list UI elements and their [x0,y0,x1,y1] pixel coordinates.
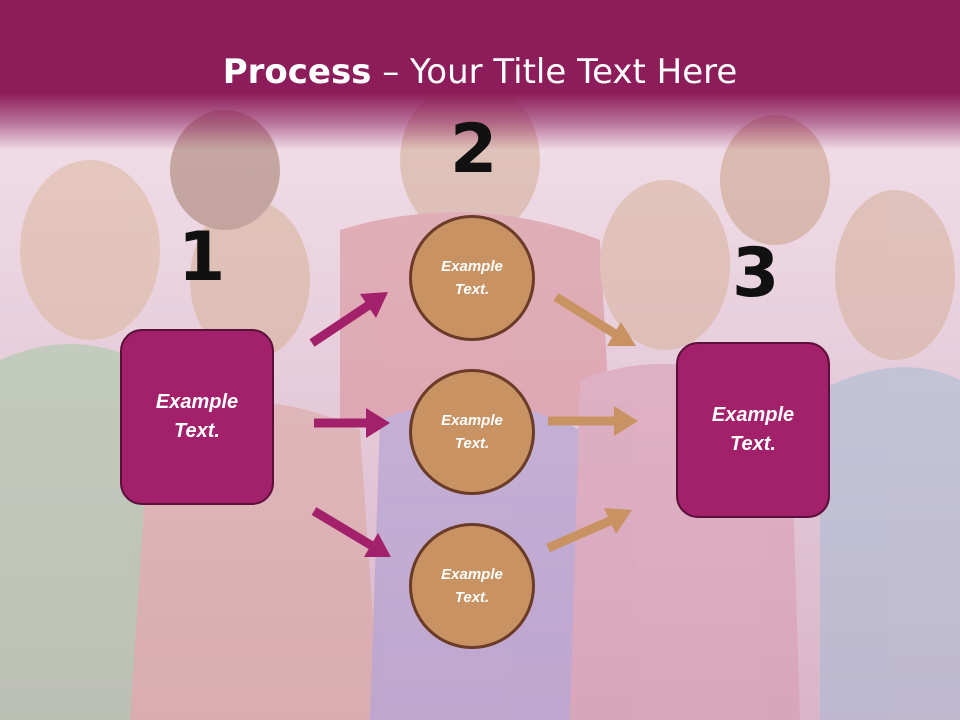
circle-middle: Example Text. [409,369,535,495]
circle-top: Example Text. [409,215,535,341]
circle-bottom-text: Example Text. [441,566,503,606]
slide-title: Process – Your Title Text Here [0,52,960,92]
arrow-left-to-top [309,292,388,347]
title-bold: Process [222,52,372,92]
title-rest: – Your Title Text Here [371,52,738,92]
arrow-top-to-right [553,293,636,346]
circle-middle-text: Example Text. [441,412,503,452]
arrow-middle-to-right [548,406,638,436]
arrow-left-to-bottom [311,507,391,557]
right-box: Example Text. [676,342,830,518]
arrow-left-to-middle [314,408,390,438]
circle-top-text: Example Text. [441,258,503,298]
left-box: Example Text. [120,329,274,505]
step-number-3: 3 [732,234,780,313]
left-box-text: Example Text. [155,391,239,442]
circle-bottom: Example Text. [409,523,535,649]
right-box-text: Example Text. [711,404,795,455]
arrow-bottom-to-right [546,508,632,553]
step-number-1: 1 [178,218,226,297]
header-band [0,0,960,150]
step-number-2: 2 [450,110,498,189]
